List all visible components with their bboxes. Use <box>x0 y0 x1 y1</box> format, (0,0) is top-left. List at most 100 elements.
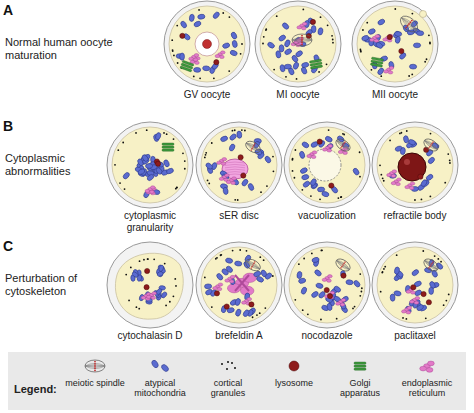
cortical-granule <box>130 267 132 269</box>
cortical-granule <box>371 69 373 71</box>
chromosome <box>428 267 430 269</box>
er-cisterna <box>146 295 151 298</box>
cortical-granule <box>430 133 432 135</box>
cortical-granule <box>259 256 261 258</box>
chromosome <box>301 39 303 41</box>
lysosome <box>241 173 246 178</box>
cortical-granule <box>359 176 361 178</box>
er-cisterna <box>391 182 396 185</box>
cortical-granule <box>327 24 329 26</box>
er-cisterna <box>327 279 332 282</box>
germinal-vesicle <box>195 32 219 56</box>
spindle-fiber <box>85 363 105 366</box>
er-cisterna <box>328 275 333 278</box>
mitochondrion <box>220 135 228 142</box>
ser-disc-line <box>225 162 245 163</box>
cortical-granule <box>359 151 361 153</box>
vacuole <box>309 149 341 181</box>
cortical-granule <box>262 43 264 45</box>
cortical-granule <box>362 29 364 31</box>
er-cisterna <box>391 174 396 177</box>
spindle-fiber <box>424 260 438 270</box>
lysosome <box>317 139 322 144</box>
mitochondrion <box>275 50 281 58</box>
endoplasmic-reticulum <box>391 178 401 186</box>
cortical-granule <box>117 149 119 151</box>
endoplasmic-reticulum <box>322 275 332 283</box>
cortical-granule <box>222 12 224 14</box>
mitochondrion <box>301 141 310 149</box>
cortical-granule <box>421 199 423 201</box>
spindle-fiber <box>336 260 350 270</box>
cortical-granule <box>396 254 398 256</box>
cortical-granule <box>337 197 339 199</box>
mitochondrion <box>311 257 319 264</box>
spindle-fiber <box>400 18 417 33</box>
mitochondrion <box>411 269 420 277</box>
cortical-granule <box>302 309 304 311</box>
spindle-fiber <box>424 260 438 270</box>
mitochondrion <box>222 42 230 49</box>
er-cisterna <box>370 38 375 41</box>
er-cisterna <box>215 54 220 57</box>
cortical-granule <box>211 306 213 308</box>
legend-panel <box>8 352 466 410</box>
mitochondrion <box>296 271 302 279</box>
cortical-granule <box>136 306 138 308</box>
er-cisterna <box>406 290 411 293</box>
spindle-fiber <box>85 365 105 366</box>
ooplasm <box>377 127 453 203</box>
chromosome <box>431 263 433 265</box>
mitochondrion <box>292 62 299 70</box>
meiotic-spindle <box>422 256 441 273</box>
spindle-fiber <box>424 140 437 149</box>
cortical-granule <box>354 306 356 308</box>
golgi-apparatus <box>309 59 322 69</box>
cortical-granule <box>437 258 439 260</box>
mitochondrion <box>291 54 299 63</box>
cortical-granule <box>240 53 242 55</box>
cortical-granule <box>426 58 428 60</box>
chromosome <box>252 264 254 266</box>
er-cisterna <box>217 287 222 290</box>
cortical-granule <box>276 15 278 17</box>
mitochondrion <box>234 261 242 267</box>
er-cisterna <box>307 154 312 157</box>
chromosome <box>431 143 433 145</box>
er-cisterna <box>414 301 419 304</box>
endoplasmic-reticulum <box>227 273 256 295</box>
endoplasmic-reticulum <box>217 158 227 166</box>
ooplasm <box>115 253 183 319</box>
ooplasm <box>377 247 453 323</box>
endoplasmic-reticulum <box>145 186 155 194</box>
spindle-fiber <box>424 260 437 269</box>
oocyte-caption: cytochalasin D <box>108 330 192 342</box>
er-cisterna <box>151 296 156 299</box>
zona-pellucida <box>164 1 250 87</box>
mitochondrion <box>300 286 307 294</box>
chromosome <box>344 141 346 143</box>
endoplasmic-reticulum <box>420 361 435 372</box>
cortical-granule <box>402 317 404 319</box>
cortical-granule <box>340 196 342 198</box>
cortical-granule <box>394 8 396 10</box>
row-title: Cytoplasmic abnormalities <box>5 152 103 177</box>
endoplasmic-reticulum <box>213 283 223 291</box>
chromosome <box>432 261 434 263</box>
mitochondrion <box>163 159 170 168</box>
chromosome <box>405 26 408 29</box>
spindle-fiber <box>336 260 349 269</box>
chromosome <box>301 37 303 39</box>
cortical-granule <box>319 198 321 200</box>
mitochondrion <box>427 156 435 164</box>
oocyte <box>164 1 250 87</box>
spindle-outline <box>422 256 441 273</box>
cortical-granule <box>310 195 312 197</box>
er-cisterna <box>189 57 194 60</box>
cortical-granule <box>172 49 174 51</box>
er-cisterna <box>231 181 236 184</box>
spindle-fiber <box>246 261 260 269</box>
er-cisterna <box>410 300 415 303</box>
spindle-fiber <box>401 18 417 32</box>
cortical-granule <box>294 149 296 151</box>
